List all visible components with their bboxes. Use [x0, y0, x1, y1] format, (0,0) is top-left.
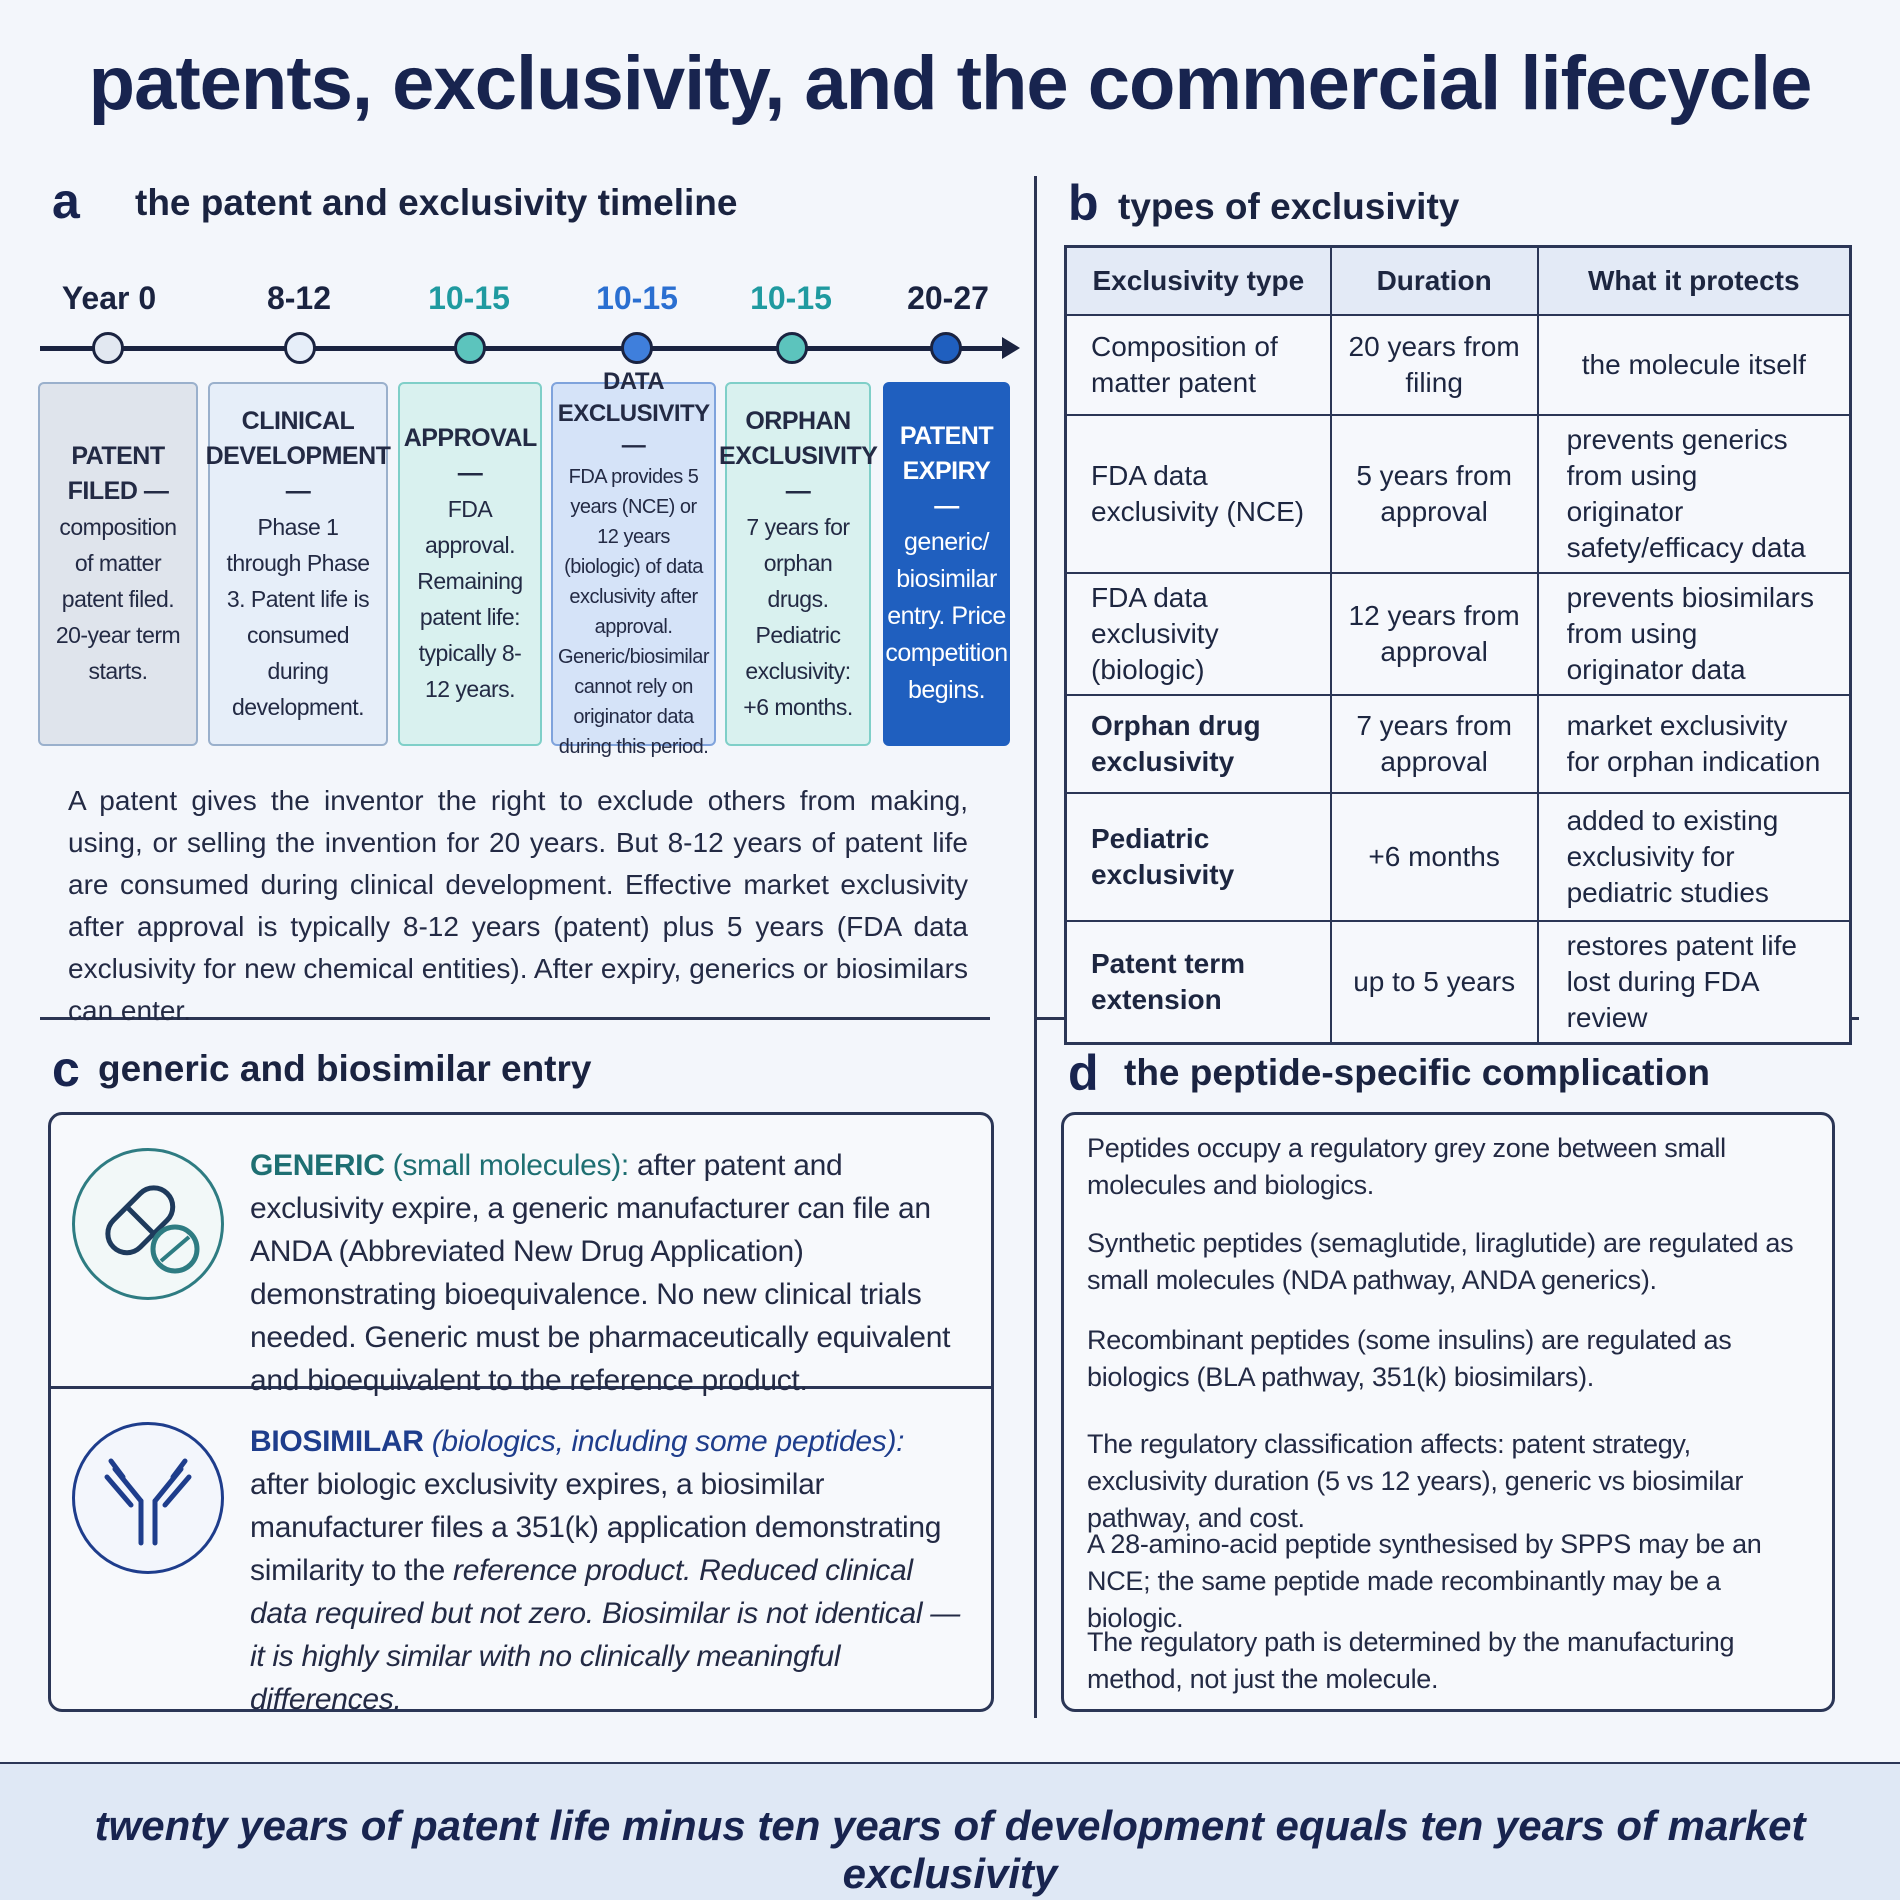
table-row: Patent term extension up to 5 years rest… — [1064, 919, 1852, 1044]
peptide-paragraph-5: A 28-amino-acid peptide synthesised by S… — [1087, 1529, 1762, 1633]
table-row: FDA data exclusivity (NCE) 5 years from … — [1064, 413, 1852, 574]
antibody-icon — [104, 1458, 192, 1546]
pill-capsule-icon — [105, 1185, 200, 1274]
timeline-label-orphan-exclusivity: 10-15 — [750, 280, 832, 316]
stage-head: DATA EXCLUSIVITY — — [557, 368, 710, 459]
panel-b-title: types of exclusivity — [1118, 186, 1460, 227]
generic-description: GENERIC (small molecules): after patent … — [250, 1144, 970, 1402]
stage-head: PATENT EXPIRY — — [899, 422, 994, 520]
cell-protects: prevents generics from using originator … — [1536, 413, 1852, 574]
timeline-node-expiry — [930, 332, 962, 364]
stage-body: FDA approval. Remaining patent life: typ… — [417, 496, 523, 702]
page-title: patents, exclusivity, and the commercial… — [88, 41, 1813, 126]
cell-type: FDA data exclusivity (biologic) — [1064, 571, 1332, 696]
stage-body: generic/ biosimilar entry. Price competi… — [885, 528, 1008, 704]
timeline-label-patent-expiry: 20-27 — [907, 280, 989, 316]
stage-patent-filed: PATENT FILED — composition of matter pat… — [38, 382, 198, 746]
timeline-node-patent-filed — [92, 332, 124, 364]
vertical-divider — [1034, 176, 1037, 1718]
stage-body: Phase 1 through Phase 3. Patent life is … — [226, 513, 370, 720]
biosimilar-qualifier: (biologics, including some peptides): — [431, 1425, 905, 1458]
stage-data-exclusivity: DATA EXCLUSIVITY — FDA provides 5 years … — [551, 368, 716, 758]
timeline-node-data-exclusivity — [621, 332, 653, 364]
cell-duration: up to 5 years — [1329, 919, 1539, 1044]
stage-clinical-development: CLINICAL DEVELOPMENT — Phase 1 through P… — [205, 382, 391, 746]
exclusivity-table: Exclusivity type Duration What it protec… — [1064, 245, 1852, 1045]
panel-d-box — [1061, 1112, 1835, 1712]
cell-type: FDA data exclusivity (NCE) — [1064, 413, 1332, 574]
table-header-row: Exclusivity type Duration What it protec… — [1064, 245, 1852, 316]
panel-c-divider — [50, 1386, 992, 1389]
cell-protects: restores patent life lost during FDA rev… — [1536, 919, 1852, 1044]
panel-a-description: A patent gives the inventor the right to… — [68, 785, 968, 1026]
panel-a-letter: a — [52, 173, 80, 229]
biosimilar-body-italic: reference product. Reduced clinical data… — [250, 1554, 960, 1716]
peptide-paragraph-6: The regulatory path is determined by the… — [1087, 1627, 1735, 1694]
timeline-node-orphan — [776, 332, 808, 364]
panel-d-letter: d — [1068, 1045, 1099, 1101]
timeline-label-data-exclusivity-start: 10-15 — [428, 280, 510, 316]
timeline-label-year-0: Year 0 — [61, 280, 157, 316]
header-duration: Duration — [1329, 245, 1539, 316]
peptide-paragraph-1: Peptides occupy a regulatory grey zone b… — [1087, 1133, 1726, 1200]
timeline-label-approval-year: 8-12 — [266, 280, 332, 316]
cell-type: Pediatric exclusivity — [1064, 791, 1332, 922]
antibody-circle — [72, 1422, 224, 1574]
timeline-axis — [40, 346, 1010, 351]
cell-protects: prevents biosimilars from using originat… — [1536, 571, 1852, 696]
footer-takeaway: twenty years of patent life minus ten ye… — [94, 1802, 1806, 1897]
footer-band — [0, 1762, 1900, 1900]
generic-qualifier: (small molecules): — [392, 1149, 630, 1182]
peptide-paragraph-4: The regulatory classification affects: p… — [1087, 1429, 1744, 1533]
cell-duration: 7 years from approval — [1329, 693, 1539, 794]
stage-head: APPROVAL — — [403, 424, 538, 487]
timeline-node-clinical — [284, 332, 316, 364]
table-row: Orphan drug exclusivity 7 years from app… — [1064, 693, 1852, 794]
biosimilar-head: BIOSIMILAR — [250, 1425, 424, 1458]
generic-body: after patent and exclusivity expire, a g… — [250, 1149, 951, 1397]
cell-type: Composition of matter patent — [1064, 313, 1332, 416]
panel-c-title: generic and biosimilar entry — [98, 1048, 592, 1089]
stage-head: ORPHAN EXCLUSIVITY — — [719, 406, 878, 505]
panel-b-letter: b — [1068, 175, 1099, 231]
stage-patent-expiry: PATENT EXPIRY — generic/ biosimilar entr… — [883, 382, 1010, 746]
cell-duration: +6 months — [1329, 791, 1539, 922]
panel-c-letter: c — [52, 1041, 80, 1097]
table-row: Composition of matter patent 20 years fr… — [1064, 313, 1852, 416]
timeline-label-data-exclusivity-end: 10-15 — [596, 280, 678, 316]
header-exclusivity-type: Exclusivity type — [1064, 245, 1332, 316]
cell-protects: market exclusivity for orphan indication — [1536, 693, 1852, 794]
table-row: FDA data exclusivity (biologic) 12 years… — [1064, 571, 1852, 696]
biosimilar-description: BIOSIMILAR (biologics, including some pe… — [250, 1420, 970, 1721]
peptide-paragraph-3: Recombinant peptides (some insulins) are… — [1087, 1325, 1732, 1392]
cell-duration: 20 years from filing — [1329, 313, 1539, 416]
cell-type: Patent term extension — [1064, 919, 1332, 1044]
cell-type: Orphan drug exclusivity — [1064, 693, 1332, 794]
generic-head: GENERIC — [250, 1149, 385, 1182]
stage-body: composition of matter patent filed. 20-y… — [55, 514, 181, 684]
cell-duration: 5 years from approval — [1329, 413, 1539, 574]
header-what-it-protects: What it protects — [1536, 245, 1852, 316]
stage-body: FDA provides 5 years (NCE) or 12 years (… — [557, 466, 710, 758]
peptide-paragraph-2: Synthetic peptides (semaglutide, liraglu… — [1087, 1228, 1794, 1295]
cell-duration: 12 years from approval — [1329, 571, 1539, 696]
table-row: Pediatric exclusivity +6 months added to… — [1064, 791, 1852, 922]
timeline-node-approval — [454, 332, 486, 364]
stage-head: CLINICAL DEVELOPMENT — — [205, 406, 391, 505]
horizontal-divider-left — [40, 1017, 990, 1020]
panel-d-title: the peptide-specific complication — [1124, 1052, 1710, 1093]
stage-approval: APPROVAL — FDA approval. Remaining paten… — [398, 382, 542, 746]
stage-body: 7 years for orphan drugs. Pediatric excl… — [743, 513, 853, 720]
stage-head: PATENT FILED — — [67, 442, 169, 505]
pill-circle — [72, 1148, 224, 1300]
stage-orphan-exclusivity: ORPHAN EXCLUSIVITY — 7 years for orphan … — [719, 382, 878, 746]
timeline-arrowhead — [1002, 337, 1020, 359]
cell-protects: added to existing exclusivity for pediat… — [1536, 791, 1852, 922]
biosimilar-body: after biologic exclusivity expires, a bi… — [250, 1468, 942, 1587]
panel-a-title: the patent and exclusivity timeline — [135, 182, 738, 223]
cell-protects: the molecule itself — [1536, 313, 1852, 416]
